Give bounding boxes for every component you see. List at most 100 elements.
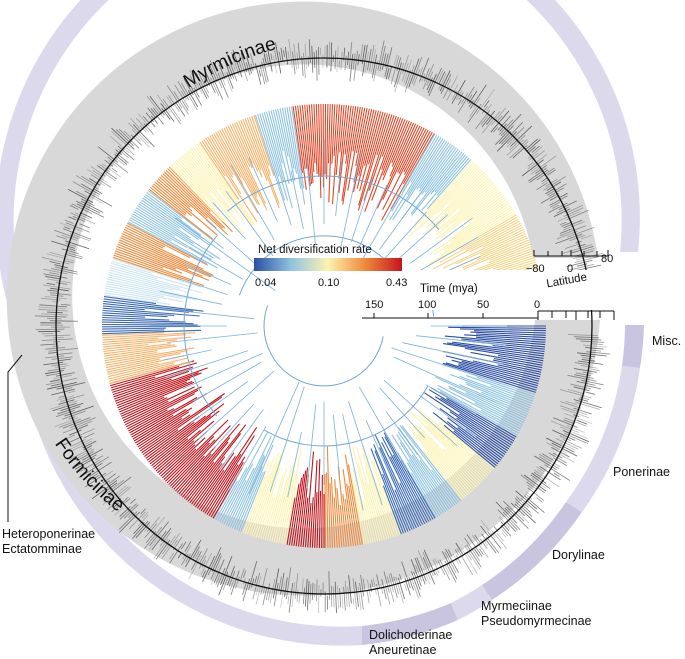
tip-branch xyxy=(143,195,204,240)
latitude-tick xyxy=(62,410,86,420)
tip-branch xyxy=(111,260,153,274)
latitude-tick xyxy=(55,266,78,273)
tip-branch xyxy=(359,111,382,192)
tip-branch xyxy=(419,143,452,189)
tip-branch xyxy=(376,123,417,209)
tip-branch xyxy=(374,434,419,528)
latitude-tick xyxy=(360,44,364,63)
latitude-tick xyxy=(564,417,587,427)
latitude-tick xyxy=(170,105,182,122)
latitude-tick xyxy=(52,402,77,412)
latitude-tick xyxy=(553,472,560,477)
time-tick-0: 0 xyxy=(534,299,540,311)
latitude-tick xyxy=(577,352,607,357)
tip-branch xyxy=(488,245,532,264)
latitude-tick xyxy=(500,521,510,531)
latitude-tick xyxy=(355,581,359,607)
latitude-tick xyxy=(527,487,545,502)
tree-branch xyxy=(144,306,255,320)
latitude-tick xyxy=(54,229,79,240)
tip-branch xyxy=(204,435,255,514)
tip-branch xyxy=(381,115,397,157)
latitude-tick xyxy=(423,568,431,585)
tip-branch xyxy=(443,424,496,468)
tip-branch xyxy=(457,426,502,461)
tree-branch xyxy=(411,236,478,276)
latitude-tick xyxy=(226,53,238,82)
latitude-tick xyxy=(106,479,125,494)
latitude-tick xyxy=(575,256,599,263)
latitude-tick xyxy=(563,207,584,217)
tip-branch xyxy=(448,326,547,329)
latitude-tick xyxy=(444,565,450,575)
latitude-tick xyxy=(510,125,532,147)
latitude-tick xyxy=(69,447,92,460)
latitude-tick xyxy=(367,579,371,598)
latitude-tick xyxy=(576,264,601,271)
latitude-tick xyxy=(517,512,530,524)
latitude-tick xyxy=(34,315,67,318)
latitude-tick xyxy=(509,141,529,159)
latitude-tick xyxy=(456,548,474,576)
latitude-tick xyxy=(573,368,597,373)
tip-branch xyxy=(439,218,519,263)
tip-branch xyxy=(171,164,226,222)
latitude-tick xyxy=(340,51,343,70)
tip-branch xyxy=(436,157,470,196)
latitude-tick xyxy=(549,201,561,208)
latitude-tick xyxy=(531,145,540,153)
latitude-tick xyxy=(200,553,213,576)
tip-branch xyxy=(191,463,223,505)
latitude-tick xyxy=(45,355,65,359)
latitude-tick xyxy=(54,417,79,428)
latitude-tick xyxy=(209,64,218,83)
latitude-tick xyxy=(393,576,399,595)
tip-branch xyxy=(361,499,372,544)
latitude-tick xyxy=(181,100,189,111)
tree-branch xyxy=(175,217,276,291)
latitude-tick xyxy=(94,188,103,195)
tip-branch xyxy=(445,362,537,391)
tip-branch xyxy=(105,287,184,303)
latitude-tick xyxy=(235,576,240,589)
latitude-tick xyxy=(438,71,446,84)
latitude-tick xyxy=(61,234,78,241)
tip-branch xyxy=(452,198,507,238)
latitude-tick xyxy=(64,219,74,224)
tip-branch xyxy=(272,109,284,152)
latitude-tick xyxy=(559,225,586,237)
tip-branch xyxy=(108,362,175,380)
latitude-tick xyxy=(500,113,522,137)
latitude-tick xyxy=(507,127,525,145)
latitude-tick xyxy=(88,194,104,204)
latitude-tick xyxy=(583,248,595,252)
tip-branch xyxy=(333,497,338,548)
latitude-tick xyxy=(173,536,183,551)
latitude-tick xyxy=(347,51,350,66)
latitude-tick xyxy=(559,228,573,234)
legend-colorbar xyxy=(254,258,402,271)
latitude-tick xyxy=(258,69,262,77)
latitude-tick xyxy=(422,556,436,585)
tip-branch xyxy=(417,433,471,494)
tip-branch xyxy=(418,412,489,477)
latitude-tick xyxy=(497,115,503,121)
latitude-tick xyxy=(384,47,393,77)
tip-branch xyxy=(109,267,203,294)
latitude-tick xyxy=(559,221,567,226)
tip-branch xyxy=(406,140,448,201)
tip-branch xyxy=(344,499,352,547)
latitude-tick xyxy=(536,497,543,503)
latitude-tick xyxy=(482,538,489,546)
latitude-tick xyxy=(151,530,167,551)
latitude-tick xyxy=(69,205,79,210)
tip-branch xyxy=(118,381,188,411)
tip-branch xyxy=(344,454,361,546)
tip-branch xyxy=(378,488,397,537)
latitude-tick xyxy=(343,586,346,611)
tip-branch xyxy=(163,448,197,481)
tip-branch xyxy=(389,122,415,177)
latitude-tick xyxy=(66,434,76,439)
tip-branch xyxy=(426,159,472,210)
